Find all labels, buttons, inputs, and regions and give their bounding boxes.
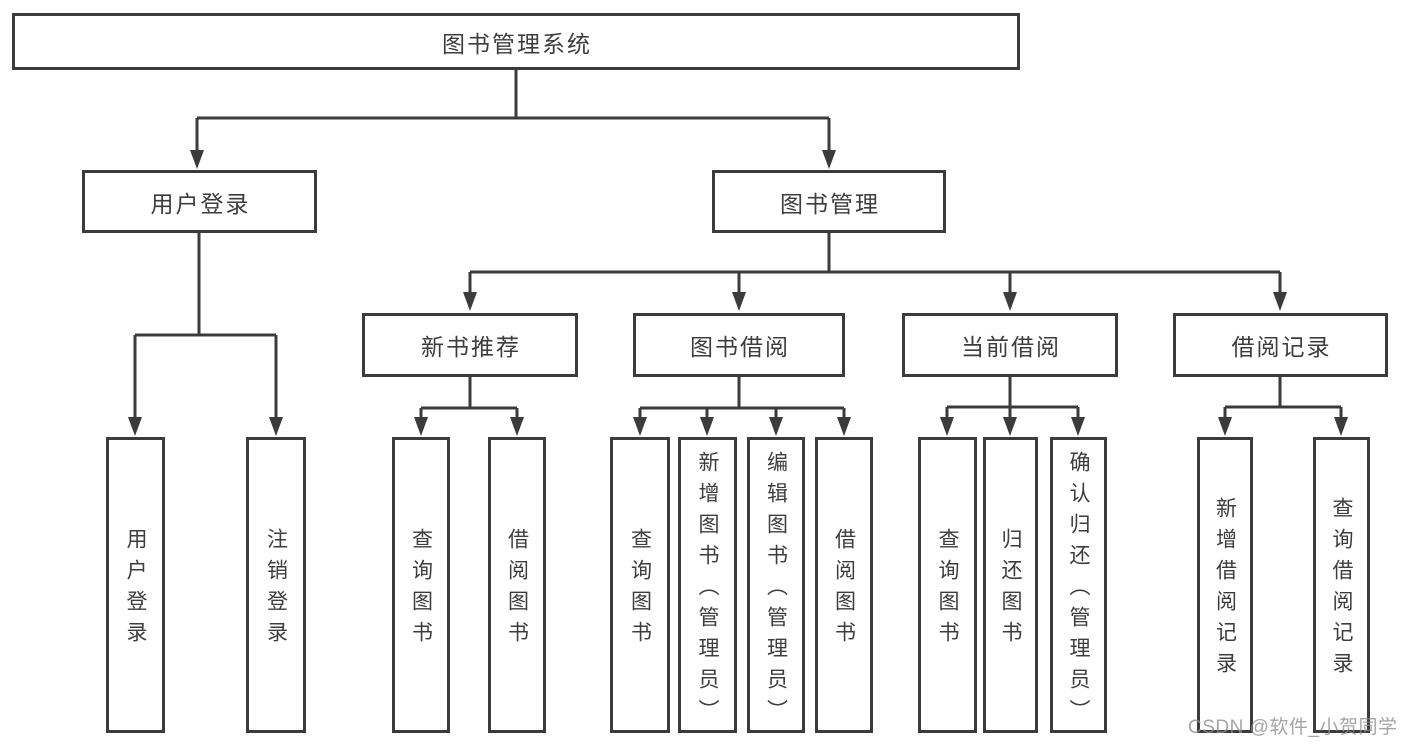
leaf-query-books-borrowing-label: 查询图书 bbox=[628, 528, 652, 652]
leaf-add-book-admin: 新增图书（管理员） bbox=[678, 437, 737, 733]
leaf-return-books-label: 归还图书 bbox=[999, 528, 1022, 652]
node-new-book-recommend-label: 新书推荐 bbox=[421, 334, 521, 360]
node-book-management-label: 图书管理 bbox=[780, 190, 880, 217]
arrow-down-icon bbox=[463, 292, 477, 311]
arrow-down-icon bbox=[732, 292, 746, 311]
leaf-add-borrow-record-label: 新增借阅记录 bbox=[1213, 497, 1237, 683]
leaf-edit-book-admin-label: 编辑图书（管理员） bbox=[764, 450, 788, 730]
node-current-borrowing-label: 当前借阅 bbox=[961, 334, 1061, 360]
leaf-logout-label: 注销登录 bbox=[264, 528, 288, 652]
leaf-add-book-admin-label: 新增图书（管理员） bbox=[696, 450, 719, 730]
node-borrowing-records: 借阅记录 bbox=[1173, 313, 1388, 377]
leaf-query-borrow-record: 查询借阅记录 bbox=[1313, 437, 1370, 733]
leaf-confirm-return-admin: 确认归还（管理员） bbox=[1050, 437, 1107, 733]
arrow-down-icon bbox=[1003, 292, 1017, 311]
arrow-down-icon bbox=[822, 150, 836, 169]
leaf-query-borrow-record-label: 查询借阅记录 bbox=[1330, 497, 1353, 683]
leaf-query-books-recommend-label: 查询图书 bbox=[409, 528, 433, 652]
arrow-down-icon bbox=[940, 417, 954, 436]
node-user-login-label: 用户登录 bbox=[150, 190, 251, 217]
leaf-return-books: 归还图书 bbox=[983, 437, 1038, 733]
leaf-query-books-borrowing: 查询图书 bbox=[610, 437, 670, 733]
csdn-watermark: CSDN @软件_小贺同学 bbox=[1188, 717, 1398, 738]
node-book-borrowing: 图书借阅 bbox=[633, 313, 845, 377]
node-new-book-recommend: 新书推荐 bbox=[362, 313, 578, 377]
leaf-user-login: 用户登录 bbox=[106, 437, 165, 733]
node-root-label: 图书管理系统 bbox=[442, 30, 592, 57]
arrow-down-icon bbox=[1334, 417, 1348, 436]
node-book-borrowing-label: 图书借阅 bbox=[690, 334, 790, 360]
arrow-down-icon bbox=[769, 417, 783, 436]
arrow-down-icon bbox=[700, 417, 714, 436]
leaf-query-books-recommend: 查询图书 bbox=[392, 437, 450, 733]
arrow-down-icon bbox=[190, 150, 204, 169]
node-book-management: 图书管理 bbox=[712, 170, 946, 233]
arrow-down-icon bbox=[414, 417, 428, 436]
arrow-down-icon bbox=[269, 417, 283, 436]
leaf-query-books-current-label: 查询图书 bbox=[936, 528, 959, 652]
arrow-down-icon bbox=[1003, 417, 1017, 436]
leaf-edit-book-admin: 编辑图书（管理员） bbox=[747, 437, 805, 733]
node-root: 图书管理系统 bbox=[12, 13, 1020, 70]
leaf-logout: 注销登录 bbox=[246, 437, 306, 733]
leaf-borrow-books-recommend-label: 借阅图书 bbox=[505, 528, 529, 652]
leaf-add-borrow-record: 新增借阅记录 bbox=[1197, 437, 1253, 733]
leaf-confirm-return-admin-label: 确认归还（管理员） bbox=[1067, 450, 1090, 730]
arrow-down-icon bbox=[510, 417, 524, 436]
leaf-borrow-books-label: 借阅图书 bbox=[832, 528, 856, 652]
arrow-down-icon bbox=[633, 417, 647, 436]
arrow-down-icon bbox=[1273, 292, 1287, 311]
leaf-borrow-books: 借阅图书 bbox=[815, 437, 873, 733]
arrow-down-icon bbox=[1218, 417, 1232, 436]
leaf-borrow-books-recommend: 借阅图书 bbox=[488, 437, 546, 733]
node-current-borrowing: 当前借阅 bbox=[902, 313, 1118, 377]
arrow-down-icon bbox=[837, 417, 851, 436]
leaf-query-books-current: 查询图书 bbox=[918, 437, 977, 733]
leaf-user-login-label: 用户登录 bbox=[124, 528, 147, 652]
arrow-down-icon bbox=[128, 417, 142, 436]
node-borrowing-records-label: 借阅记录 bbox=[1231, 334, 1332, 360]
node-user-login: 用户登录 bbox=[82, 170, 317, 233]
arrow-down-icon bbox=[1071, 417, 1085, 436]
